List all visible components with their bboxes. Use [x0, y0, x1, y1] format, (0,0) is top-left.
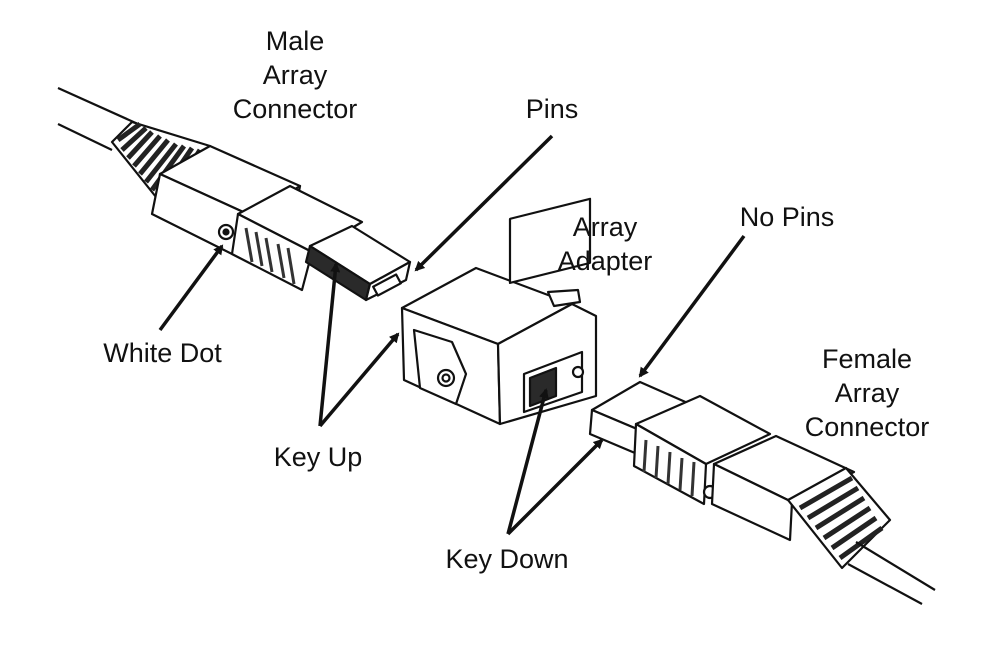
array-adapter-part [400, 197, 598, 426]
array-adapter-label-line1: Array [572, 212, 638, 242]
adapter-port [508, 197, 592, 414]
key-up-arrow-adapter [318, 332, 400, 428]
array-adapter-label-line2: Adapter [557, 246, 653, 276]
male-cable [57, 86, 139, 151]
female-array-connector [588, 380, 936, 605]
male-ferrule [304, 224, 412, 302]
key-up-arrow-male [318, 262, 341, 427]
key-down-arrow-adapter [506, 388, 549, 535]
male-array-connector [57, 86, 412, 302]
white-dot-marker [217, 223, 235, 241]
male-connector-label-line2: Array [262, 60, 328, 90]
pins-label: Pins [525, 94, 579, 124]
male-connector-label-line3: Connector [232, 94, 358, 124]
female-connector-label-line1: Female [821, 344, 913, 374]
no-pins-label: No Pins [739, 202, 835, 232]
key-up-label: Key Up [273, 442, 363, 472]
array-adapter-label: Array Adapter [540, 210, 670, 278]
female-connector-label-line2: Array [834, 378, 900, 408]
female-housing [632, 394, 772, 506]
adapter-mount-ear [412, 328, 468, 406]
female-connector-label-line3: Connector [804, 412, 930, 442]
white-dot-arrow [158, 244, 224, 332]
white-dot-label: White Dot [103, 338, 222, 368]
male-connector-label-line1: Male [265, 26, 325, 56]
male-connector-label: Male Array Connector [220, 24, 370, 126]
female-boot [786, 466, 892, 570]
female-connector-label: Female Array Connector [792, 342, 942, 444]
key-down-label: Key Down [445, 544, 569, 574]
female-cable [847, 541, 936, 605]
callout-arrows [158, 134, 746, 536]
key-down-arrow-female [506, 438, 604, 536]
male-boot [110, 120, 212, 214]
no-pins-arrow [638, 234, 746, 378]
pins-arrow [414, 134, 554, 272]
